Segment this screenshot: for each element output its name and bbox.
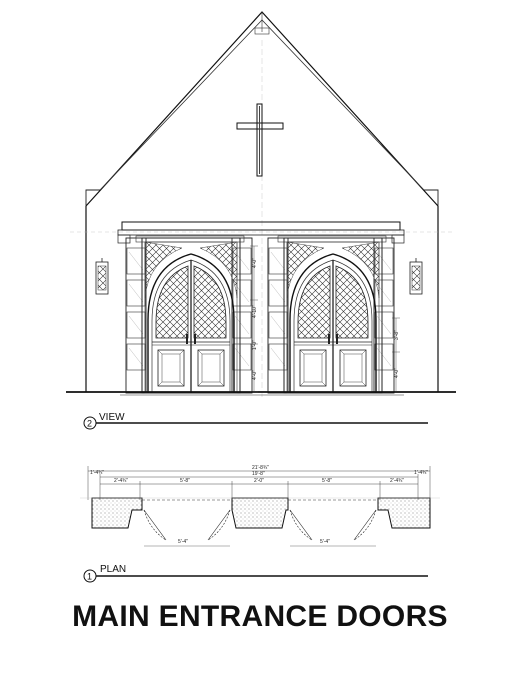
plan-dimensions: 21'-8¾" 19'-8" 1'-4¾" 1'-4¾" 2'-4¾" 5'-8… (90, 465, 428, 545)
plan-wall-left (91, 497, 143, 529)
left-lantern-icon (95, 257, 109, 295)
plan-dim-left-end: 1'-4¾" (90, 470, 104, 476)
plan-dim-seg-1: 2'-4¾" (114, 478, 128, 484)
view-number: 2 (87, 419, 92, 429)
stone-pilaster (125, 237, 147, 394)
floor-plan: 21'-8¾" 19'-8" 1'-4¾" 1'-4¾" 2'-4¾" 5'-8… (80, 465, 440, 547)
plan-label: 1 PLAN (83, 564, 428, 583)
plan-dim-seg-2: 5'-8" (180, 478, 190, 484)
plan-dim-overall: 21'-8¾" (252, 465, 269, 471)
view-title: VIEW (99, 412, 125, 423)
plan-dim-second: 19'-8" (252, 471, 265, 477)
elev-dim-6: 4'-0" (394, 368, 400, 378)
elev-dim-3: 1'-0" (252, 340, 258, 350)
cross-icon (236, 103, 284, 177)
right-door-assembly (283, 237, 383, 394)
plan-door-width-1: 5'-4" (178, 539, 188, 545)
elev-dim-5: 3'-8" (394, 330, 400, 340)
plan-door-width-2: 5'-4" (320, 539, 330, 545)
plan-wall-center (231, 497, 289, 529)
plan-number: 1 (87, 572, 92, 582)
door-cornice (121, 221, 401, 231)
plan-dim-right-end: 1'-4¾" (414, 470, 428, 476)
elevation-dimensions: 4'-0" 4'-10" 1'-0" 4'-0" 3'-8" 4'-0" (252, 258, 400, 380)
plan-dim-seg-3: 2'-0" (254, 478, 264, 484)
right-lantern-icon (409, 257, 423, 295)
stone-pilaster (267, 237, 289, 394)
elev-dim-1: 4'-0" (252, 258, 258, 268)
plan-dim-seg-4: 5'-8" (322, 478, 332, 484)
plan-title: PLAN (100, 564, 126, 575)
left-door-assembly (141, 237, 241, 394)
front-elevation: 4'-0" 4'-10" 1'-0" 4'-0" 3'-8" 4'-0" (66, 11, 456, 400)
elev-dim-2: 4'-10" (252, 305, 258, 318)
drawing-title: MAIN ENTRANCE DOORS (72, 600, 448, 633)
plan-dim-seg-5: 2'-4¾" (390, 478, 404, 484)
door-swings (143, 509, 377, 547)
plan-wall-right (377, 497, 431, 529)
view-label: 2 VIEW (83, 412, 428, 430)
elev-dim-4: 4'-0" (252, 370, 258, 380)
